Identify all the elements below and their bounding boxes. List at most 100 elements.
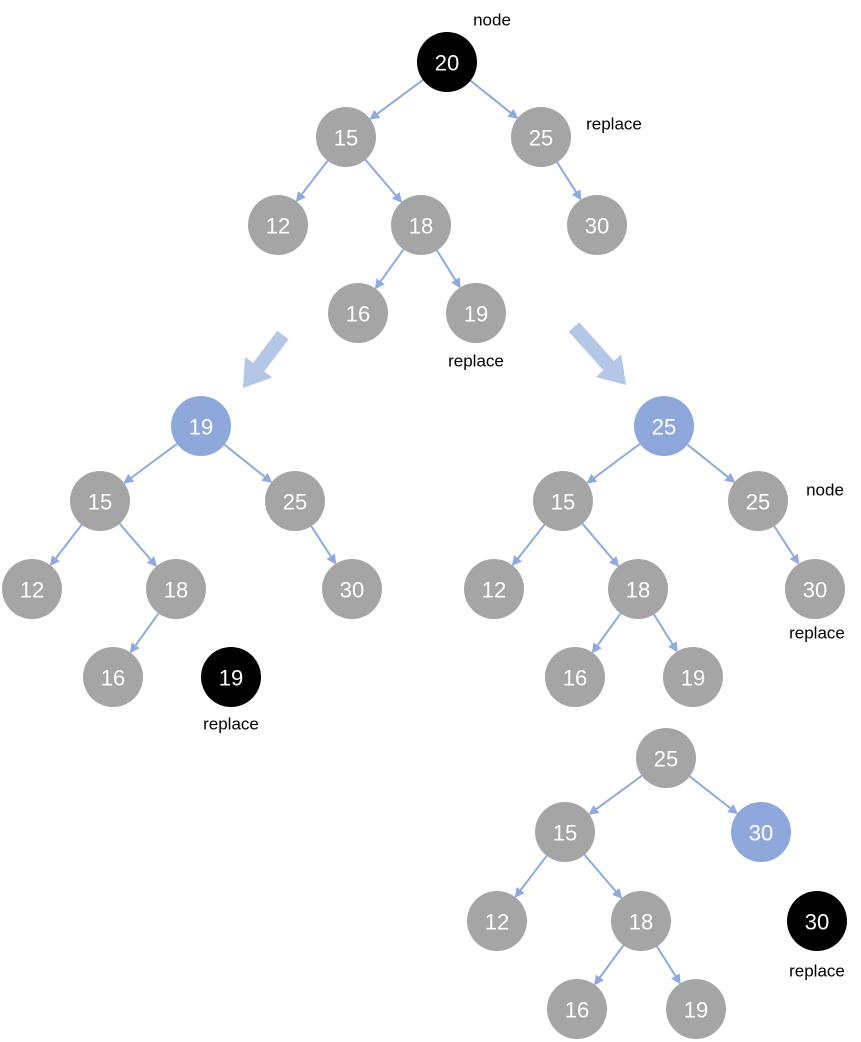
tree-node-top-18: 18 — [391, 195, 451, 255]
tree-node-right-25: 25 — [634, 396, 694, 456]
node-circle — [265, 471, 325, 531]
node-label: 18 — [164, 578, 188, 603]
node-circle — [328, 283, 388, 343]
node-label: 30 — [585, 214, 609, 239]
edge-right-n25r-n15 — [586, 443, 641, 484]
tree-node-left-15: 15 — [70, 471, 130, 531]
edge-right-n25r-n25 — [686, 443, 736, 483]
tree-node-right-19: 19 — [663, 647, 723, 707]
node-circle — [391, 195, 451, 255]
node-label: 15 — [553, 821, 577, 846]
tree-node-top-15: 15 — [316, 107, 376, 167]
edge-left-n15-n18 — [118, 523, 158, 568]
node-label: 16 — [565, 998, 589, 1023]
edge-right-n18-n19 — [653, 613, 678, 653]
node-circle — [2, 559, 62, 619]
tree-node-top-16: 16 — [328, 283, 388, 343]
node-circle — [535, 802, 595, 862]
node-circle — [464, 559, 524, 619]
tree-node-left-16: 16 — [83, 647, 143, 707]
node-circle — [787, 891, 847, 951]
tree-node-bottom-30: 30 — [731, 802, 791, 862]
node-tags: nodereplacereplacereplacenodereplacerepl… — [203, 11, 845, 981]
node-label: 19 — [464, 302, 488, 327]
node-circle — [83, 647, 143, 707]
edge-bottom-n15-n12 — [514, 855, 548, 898]
node-label: 30 — [340, 578, 364, 603]
edge-top-n15-n18 — [364, 159, 403, 203]
node-circle — [417, 32, 477, 92]
edge-left-n25-n30 — [310, 525, 337, 565]
node-circle — [608, 559, 668, 619]
edge-top-n25-n30 — [556, 161, 582, 201]
tree-node-bottom-12: 12 — [467, 891, 527, 951]
tree-node-bottom-16: 16 — [547, 979, 607, 1039]
node-label: 20 — [435, 51, 459, 76]
edge-left-n19-n15 — [123, 443, 178, 484]
node-circle — [547, 979, 607, 1039]
tree-node-right-15: 15 — [533, 471, 593, 531]
node-circle — [567, 195, 627, 255]
tag-replace-right: replace — [789, 624, 845, 643]
tree-node-left-12: 12 — [2, 559, 62, 619]
tree-node-left-19: 19 — [171, 396, 231, 456]
edge-top-n20-n25 — [469, 79, 519, 119]
node-label: 30 — [749, 821, 773, 846]
node-circle — [467, 891, 527, 951]
edge-bottom-n18-n19 — [656, 945, 681, 985]
edge-top-n18-n16 — [374, 248, 405, 290]
node-circle — [322, 559, 382, 619]
node-label: 25 — [283, 490, 307, 515]
node-label: 12 — [266, 214, 290, 239]
node-label: 25 — [654, 747, 678, 772]
node-circle — [511, 107, 571, 167]
node-circle — [545, 647, 605, 707]
node-circle — [316, 107, 376, 167]
node-label: 30 — [803, 578, 827, 603]
node-label: 19 — [189, 415, 213, 440]
node-label: 25 — [652, 415, 676, 440]
node-circle — [611, 891, 671, 951]
node-circle — [663, 647, 723, 707]
tree-node-left-25: 25 — [265, 471, 325, 531]
tag-replace-top: replace — [586, 115, 642, 134]
edge-right-n15-n18 — [581, 523, 620, 567]
node-circle — [731, 802, 791, 862]
tree-node-top-20: 20 — [417, 32, 477, 92]
node-label: 18 — [629, 910, 653, 935]
tree-node-left-30: 30 — [322, 559, 382, 619]
edge-right-n25-n30 — [773, 525, 800, 565]
node-circle — [201, 647, 261, 707]
edge-right-n15-n12 — [511, 523, 546, 567]
node-label: 15 — [551, 490, 575, 515]
node-label: 12 — [485, 910, 509, 935]
tree-node-top-19: 19 — [446, 283, 506, 343]
edge-top-n20-n15 — [369, 79, 424, 120]
node-circle — [785, 559, 845, 619]
tree-node-bottom-15: 15 — [535, 802, 595, 862]
tag-replace-left: replace — [203, 715, 259, 734]
node-label: 12 — [482, 578, 506, 603]
edge-left-n18-n16 — [129, 612, 160, 654]
tag-replace-top: replace — [448, 352, 504, 371]
tree-edges — [49, 79, 800, 986]
tree-node-right-25: 25 — [728, 471, 788, 531]
node-label: 18 — [409, 214, 433, 239]
transition-arrow-right — [568, 322, 626, 385]
transition-arrows — [243, 322, 626, 388]
node-circle — [248, 195, 308, 255]
tree-node-right-18: 18 — [608, 559, 668, 619]
tree-node-right-30: 30 — [785, 559, 845, 619]
node-label: 15 — [334, 126, 358, 151]
node-circle — [533, 471, 593, 531]
edge-bottom-n25-n15 — [588, 774, 643, 815]
node-label: 16 — [563, 666, 587, 691]
tree-node-top-25: 25 — [511, 107, 571, 167]
tree-node-right-16: 16 — [545, 647, 605, 707]
tree-node-top-12: 12 — [248, 195, 308, 255]
node-label: 19 — [684, 998, 708, 1023]
node-label: 15 — [88, 490, 112, 515]
tree-node-bottom-19: 19 — [666, 979, 726, 1039]
tag-node-right: node — [806, 481, 844, 500]
